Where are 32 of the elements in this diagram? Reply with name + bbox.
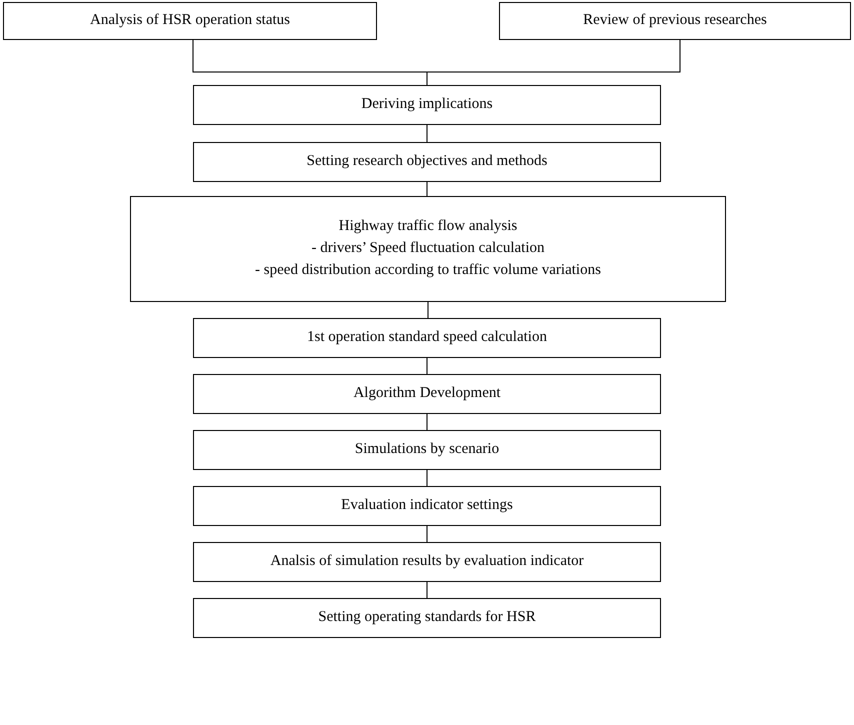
- connector-line: [426, 358, 428, 374]
- process-box: [193, 374, 661, 414]
- process-box: [130, 196, 726, 302]
- box-text: - speed distribution according to traffic volume variations: [255, 260, 601, 280]
- connector-line: [426, 182, 428, 196]
- process-box: [193, 598, 661, 638]
- process-box: [499, 2, 851, 40]
- process-box: [193, 142, 661, 182]
- box-text: Highway traffic flow analysis: [338, 217, 518, 236]
- connector-line: [426, 582, 428, 598]
- process-box: [193, 85, 661, 125]
- process-box: [193, 542, 661, 582]
- box-text: - drivers’ Speed fluctuation calculation: [312, 239, 544, 258]
- connector-line: [426, 470, 428, 486]
- connector-line: [426, 526, 428, 542]
- box-text: Evaluation indicator settings: [341, 496, 513, 516]
- process-box: [193, 486, 661, 526]
- box-text: Deriving implications: [361, 95, 493, 114]
- box-text: Analysis of HSR operation status: [90, 11, 290, 30]
- box-text: Setting research objectives and methods: [306, 152, 548, 172]
- box-text: Analsis of simulation results by evaluation indicator: [270, 552, 584, 572]
- process-box: [193, 318, 661, 358]
- process-box: [193, 430, 661, 470]
- box-text: Review of previous researches: [583, 11, 767, 30]
- box-text: Algorithm Development: [353, 384, 501, 404]
- box-text: Simulations by scenario: [354, 440, 500, 460]
- box-text: Setting operating standards for HSR: [318, 608, 536, 628]
- box-text: 1st operation standard speed calculation: [307, 328, 547, 348]
- connector-line: [426, 40, 680, 86]
- process-box: [3, 2, 377, 40]
- connector-line: [426, 414, 428, 430]
- connector-line: [426, 124, 428, 142]
